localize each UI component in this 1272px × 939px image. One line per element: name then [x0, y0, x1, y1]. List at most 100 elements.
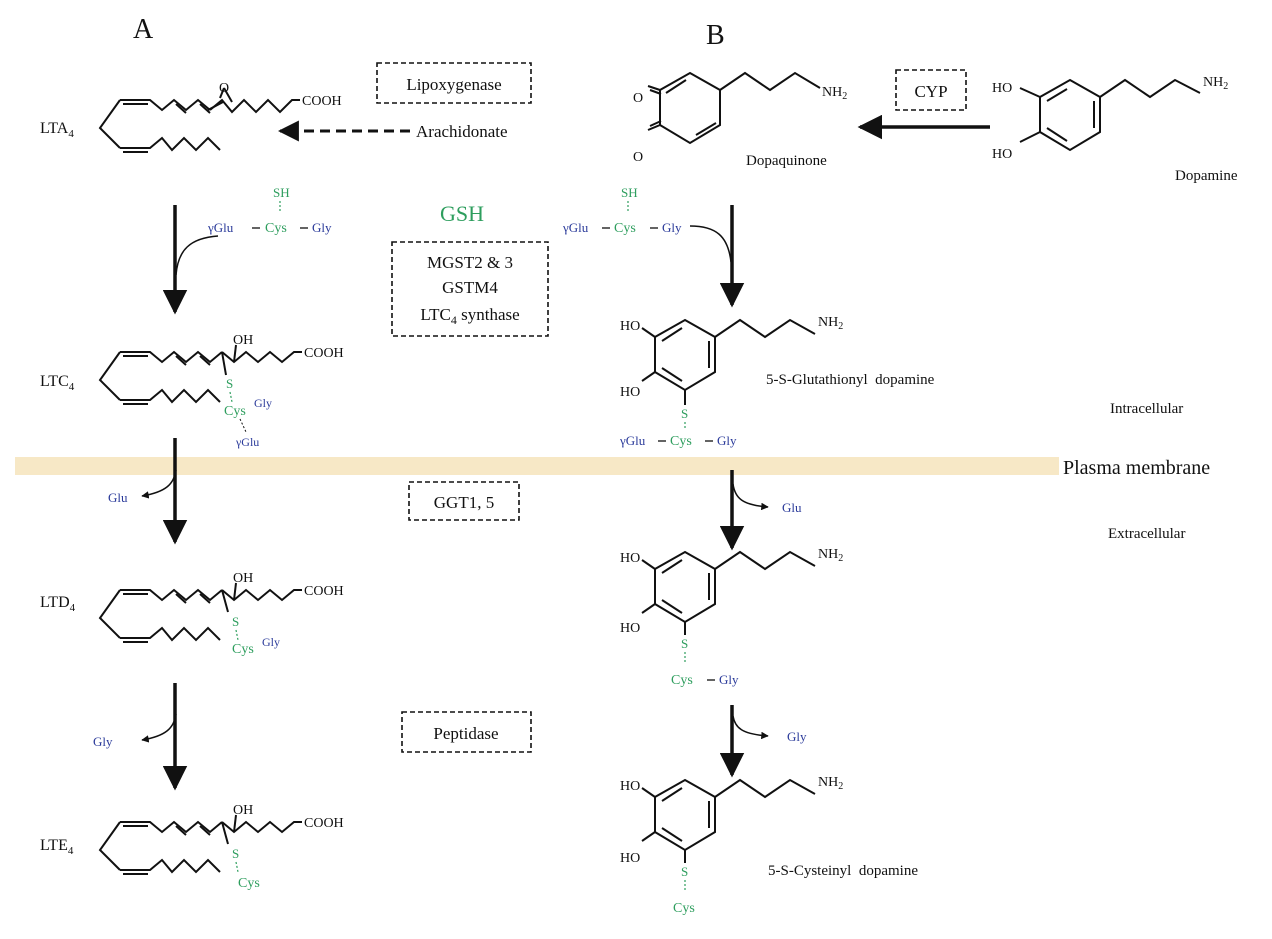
cysgly-dopamine-ho-1: HO: [620, 551, 640, 566]
gsh-peptide-a: SH γGlu Cys Gly: [207, 185, 332, 236]
dopaquinone-structure: [647, 71, 821, 145]
cysgly-dopamine-gly: Gly: [719, 672, 739, 687]
plasma-membrane-label: Plasma membrane: [1063, 457, 1210, 479]
glu-release-curve-b: [732, 483, 769, 511]
ltc4-cooh: COOH: [304, 346, 344, 361]
ltc4-gglu: γGlu: [235, 435, 259, 449]
ltc4-gly: Gly: [254, 396, 272, 410]
lipoxygenase-label: Lipoxygenase: [406, 75, 501, 94]
cysgly-dopamine-nh2: NH2: [818, 547, 843, 564]
ltd4-cys: Cys: [232, 642, 254, 657]
ltd4-structure: [98, 582, 302, 643]
arachidonate-label: Arachidonate: [416, 122, 508, 141]
gs-dopamine-gglu: γGlu: [619, 433, 646, 448]
cyp-label: CYP: [914, 82, 947, 101]
cysgly-dopamine-s: S: [681, 636, 688, 651]
ltd4-s: S: [232, 614, 239, 629]
dopamine-label: Dopamine: [1175, 168, 1238, 184]
glu-release-a: Glu: [108, 490, 128, 505]
plasma-membrane-band: [15, 457, 1059, 475]
gly-release-curve-b: [732, 715, 769, 740]
ltc4-oh: OH: [233, 333, 253, 348]
lte4-oh: OH: [233, 803, 253, 818]
lte4-cys: Cys: [238, 876, 260, 891]
ltd4-label: LTD4: [40, 594, 76, 614]
intracellular-label: Intracellular: [1110, 401, 1183, 417]
ltc4-structure: [98, 344, 302, 405]
gly-release-b: Gly: [787, 729, 807, 744]
ltc4-cys: Cys: [224, 404, 246, 419]
cys-dopamine-structure: [641, 778, 816, 863]
gst-enzymes-box: [391, 241, 549, 337]
gly-release-a: Gly: [93, 734, 113, 749]
gs-dopamine-gly: Gly: [717, 433, 737, 448]
cys-dopamine-cys: Cys: [673, 901, 695, 916]
lte4-structure: [98, 814, 302, 875]
lte4-s: S: [232, 846, 239, 861]
gs-dopamine-cys: Cys: [670, 434, 692, 449]
ltc4-s: S: [226, 376, 233, 391]
gs-dopamine-s: S: [681, 406, 688, 421]
panel-b-label: B: [706, 20, 725, 51]
dopaquinone-nh2: NH2: [822, 85, 847, 102]
gsh-a-gglu: γGlu: [207, 220, 234, 235]
gsh-curve-b: [689, 225, 732, 263]
gly-release-curve-a: [141, 713, 177, 743]
lipoxygenase-box: [376, 62, 532, 104]
ltc4-label: LTC4: [40, 373, 75, 393]
cys-dopamine-nh2: NH2: [818, 775, 843, 792]
ggt-label: GGT1, 5: [434, 493, 494, 512]
dopamine-ho-2: HO: [992, 147, 1012, 162]
lte4-label: LTE4: [40, 837, 74, 857]
peptidase-box: [401, 711, 532, 753]
gsh-peptide-b: SH γGlu Cys Gly: [562, 185, 682, 236]
panel-a-label: A: [133, 14, 154, 45]
lta4-cooh: COOH: [302, 94, 342, 109]
gst-enzyme-line1: MGST2 & 3: [427, 253, 513, 272]
dopamine-ho-1: HO: [992, 81, 1012, 96]
gsh-a-gly: Gly: [312, 220, 332, 235]
gsh-b-gglu: γGlu: [562, 220, 589, 235]
gsh-b-gly: Gly: [662, 220, 682, 235]
cysgly-dopamine-structure: [641, 550, 816, 635]
gst-enzyme-line3: LTC4 synthase: [420, 305, 519, 327]
dopamine-structure: [1019, 78, 1201, 152]
cyp-box: [895, 69, 967, 111]
cysgly-dopamine-cys: Cys: [671, 673, 693, 688]
gst-enzyme-line2: GSTM4: [442, 278, 498, 297]
lta4-structure: [98, 87, 300, 153]
glu-release-b: Glu: [782, 500, 802, 515]
gs-dopamine-structure: [641, 318, 816, 405]
peptidase-label: Peptidase: [433, 724, 498, 743]
ltd4-gly: Gly: [262, 635, 280, 649]
dopaquinone-o-1: O: [633, 91, 643, 106]
cys-dopamine-label: 5-S-Cysteinyl dopamine: [768, 863, 918, 879]
gs-dopamine-nh2: NH2: [818, 315, 843, 332]
cys-dopamine-ho-1: HO: [620, 779, 640, 794]
dopaquinone-label: Dopaquinone: [746, 153, 827, 169]
gsh-curve-a: [175, 235, 219, 276]
ggt-box: [408, 481, 520, 521]
gs-dopamine-ho-1: HO: [620, 319, 640, 334]
ltd4-oh: OH: [233, 571, 253, 586]
lta4-epoxide-o: O: [219, 81, 229, 96]
extracellular-label: Extracellular: [1108, 526, 1185, 542]
gsh-b-sh: SH: [621, 185, 638, 200]
ltd4-cooh: COOH: [304, 584, 344, 599]
cys-dopamine-ho-2: HO: [620, 851, 640, 866]
lta4-label: LTA4: [40, 120, 74, 140]
gsh-b-cys: Cys: [614, 221, 636, 236]
gsh-label: GSH: [440, 201, 484, 226]
gs-dopamine-label: 5-S-Glutathionyl dopamine: [766, 372, 935, 388]
cysgly-dopamine-ho-2: HO: [620, 621, 640, 636]
dopamine-nh2: NH2: [1203, 75, 1228, 92]
dopaquinone-o-2: O: [633, 150, 643, 165]
lte4-cooh: COOH: [304, 816, 344, 831]
glu-release-curve-a: [141, 469, 177, 499]
cys-dopamine-s: S: [681, 864, 688, 879]
gsh-a-sh: SH: [273, 185, 290, 200]
gsh-a-cys: Cys: [265, 221, 287, 236]
gs-dopamine-ho-2: HO: [620, 385, 640, 400]
